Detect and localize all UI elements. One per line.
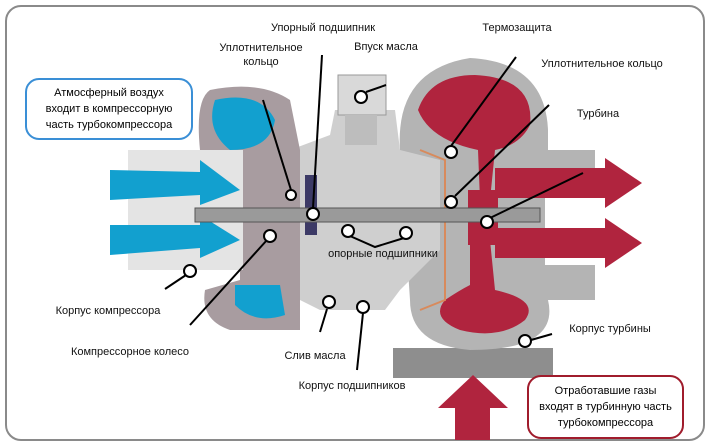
marker-seal-ring-right: [444, 195, 458, 209]
exhaust-in-arrow: [438, 375, 508, 440]
leader-line: [530, 333, 553, 341]
callout-markers: [183, 90, 532, 348]
marker-oil-inlet: [354, 90, 368, 104]
leader-line: [454, 104, 550, 197]
exhaust-callout-line: Отработавшие газы: [554, 385, 657, 397]
marker-bearing-housing: [356, 300, 370, 314]
marker-journal-bearing-2: [399, 226, 413, 240]
air-callout-line: Атмосферный воздух: [54, 87, 164, 99]
marker-turbine: [480, 215, 494, 229]
marker-journal-bearing-1: [341, 224, 355, 238]
label-compressor-wheel: Компрессорное колесо: [70, 346, 190, 358]
label-turbine: Турбина: [576, 108, 620, 120]
label-oil-drain: Слив масла: [284, 350, 346, 362]
label-turbine-housing: Корпус турбины: [569, 323, 651, 335]
leader-line: [164, 274, 187, 290]
heat-shield-line: [419, 149, 446, 311]
label-seal-ring-left-line1: Уплотнительное: [219, 42, 303, 54]
exhaust-callout-line: входят в турбинную часть: [539, 401, 672, 413]
leader-line: [349, 235, 405, 249]
air-callout-line: часть турбокомпрессора: [45, 119, 173, 131]
label-heat-shield: Термозащита: [482, 22, 552, 34]
diagram-frame: [5, 5, 705, 441]
marker-heat-shield: [444, 145, 458, 159]
leader-line: [489, 172, 584, 219]
exhaust-callout-line: турбокомпрессора: [557, 417, 654, 429]
marker-thrust-bearing: [306, 207, 320, 221]
marker-compressor-housing: [183, 264, 197, 278]
leader-line: [312, 54, 323, 209]
air-in-arrow-top: [110, 160, 240, 205]
oil-inlet-neck: [345, 115, 377, 145]
leader-line: [365, 84, 387, 93]
label-seal-ring-left-line2: кольцо: [243, 56, 279, 68]
turbine-lower-exhaust: [440, 240, 529, 334]
marker-turbine-housing: [518, 334, 532, 348]
label-thrust-bearing: Упорный подшипник: [270, 22, 376, 34]
leader-line: [189, 239, 268, 326]
label-oil-inlet: Впуск масла: [354, 41, 418, 53]
turbo-shaft: [194, 207, 541, 223]
leader-lines: [164, 54, 584, 371]
label-bearing-housing: Корпус подшипников: [298, 380, 406, 392]
marker-compressor-wheel: [263, 229, 277, 243]
label-seal-ring-right: Уплотнительное кольцо: [541, 58, 663, 70]
marker-oil-drain: [322, 295, 336, 309]
leader-line: [356, 312, 364, 371]
turbine-volute-exhaust: [418, 75, 531, 200]
leader-line: [450, 56, 517, 147]
leader-line: [319, 308, 328, 333]
exhaust-out-arrow-bottom: [495, 218, 642, 268]
exhaust-out-arrow-top: [495, 158, 642, 208]
air-callout-line: входит в компрессорную: [45, 103, 173, 115]
marker-seal-ring-left: [285, 189, 297, 201]
turbine-mount-flange: [393, 348, 553, 378]
compressor-volute-top: [212, 97, 275, 150]
compressor-volute-bottom: [235, 285, 285, 319]
label-compressor-housing: Корпус компрессора: [55, 305, 161, 317]
exhaust-callout: Отработавшие газы входят в турбинную час…: [527, 375, 684, 439]
air-in-arrow-bottom: [110, 215, 240, 258]
label-journal-bearings: опорные подшипники: [328, 248, 438, 260]
leader-line: [262, 99, 292, 191]
air-intake-callout: Атмосферный воздух входит в компрессорну…: [25, 78, 193, 140]
